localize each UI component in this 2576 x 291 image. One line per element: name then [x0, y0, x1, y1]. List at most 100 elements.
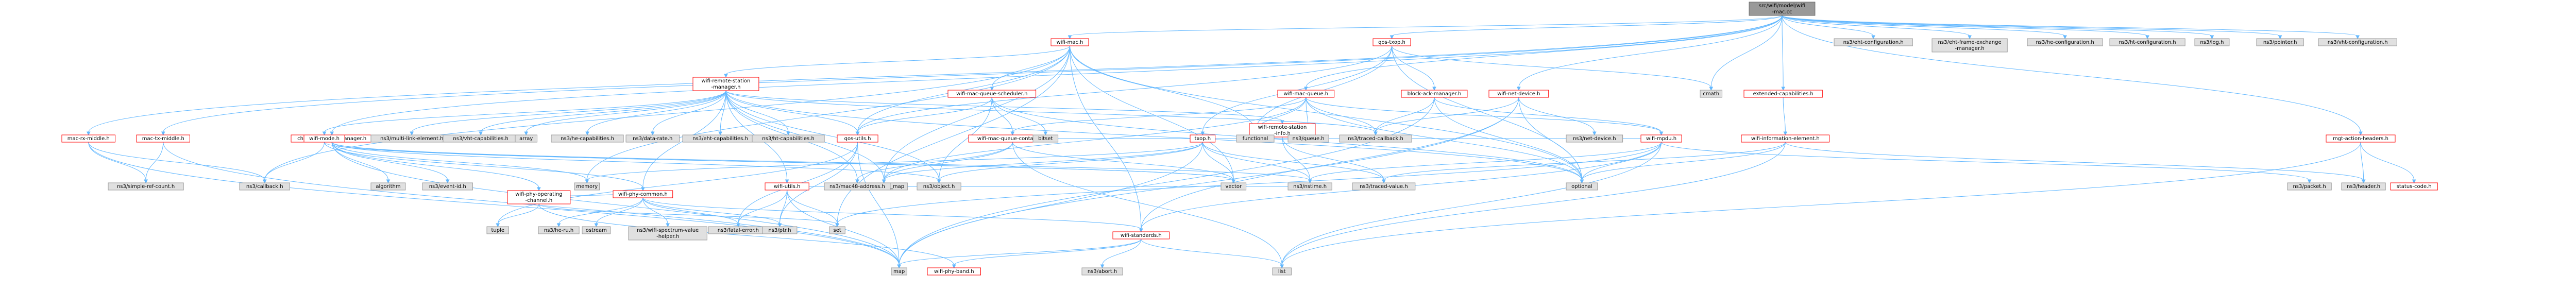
graph-edge: [1517, 15, 1783, 91]
graph-node-ns3-data-rate-h[interactable]: ns3/data-rate.h: [625, 134, 680, 143]
graph-node-ns3-traced-callback-h[interactable]: ns3/traced-callback.h: [1339, 134, 1412, 143]
edge-line: [1434, 97, 1582, 181]
graph-node-wifi-information-element-h[interactable]: wifi-information-element.h: [1741, 134, 1830, 143]
node-label: ns3/ht-configuration.h: [2119, 40, 2176, 45]
edge-line: [163, 142, 900, 266]
node-label: extended-capabilities.h: [1753, 91, 1814, 97]
graph-node-qos-txop-h[interactable]: qos-txop.h: [1372, 38, 1411, 46]
graph-node-ns3-nstime-h[interactable]: ns3/nstime.h: [1287, 182, 1332, 191]
node-box: [2326, 134, 2396, 143]
node-label: block-ack-manager.h: [1408, 91, 1462, 97]
graph-node-ns3-he-ru-h[interactable]: ns3/he-ru.h: [538, 226, 580, 234]
graph-node-mac-tx-middle-h[interactable]: mac-tx-middle.h: [136, 134, 190, 143]
graph-edge: [1070, 45, 1258, 136]
graph-node-optional[interactable]: optional: [1566, 182, 1598, 191]
graph-node-wifi-mode-h[interactable]: wifi-mode.h: [303, 134, 345, 143]
graph-node-mgt-action-headers-h[interactable]: mgt-action-headers.h: [2326, 134, 2396, 143]
edge-arrowhead: [2355, 35, 2360, 40]
graph-node-ns3-object-h[interactable]: ns3/object.h: [917, 182, 961, 191]
node-box: [1931, 38, 2008, 53]
graph-node-map[interactable]: map: [891, 267, 907, 276]
edge-line: [857, 142, 900, 266]
graph-node-functional[interactable]: functional: [1236, 134, 1275, 143]
node-label: qos-utils.h: [844, 136, 871, 142]
graph-edge: [1374, 97, 1435, 136]
graph-node-wifi-mac-queue-h[interactable]: wifi-mac-queue.h: [1277, 90, 1335, 98]
graph-node-wifi-phy-common-h[interactable]: wifi-phy-common.h: [613, 190, 673, 198]
graph-node-txop-h[interactable]: txop.h: [1190, 134, 1216, 143]
graph-node-wifi-phy-operating-channel-h[interactable]: wifi-phy-operating-channel.h: [507, 190, 571, 204]
graph-node-set[interactable]: set: [829, 226, 845, 234]
node-box: [1277, 90, 1335, 98]
graph-node-ns3-fatal-error-h[interactable]: ns3/fatal-error.h: [708, 226, 769, 234]
edge-line: [642, 197, 739, 225]
edge-line: [652, 90, 726, 133]
graph-node-wifi-standards-h[interactable]: wifi-standards.h: [1112, 231, 1170, 239]
graph-node-ns3-pointer-h[interactable]: ns3/pointer.h: [2256, 38, 2304, 46]
graph-node-ns3-abort-h[interactable]: ns3/abort.h: [1081, 267, 1123, 276]
graph-node-ns3-traced-value-h[interactable]: ns3/traced-value.h: [1352, 182, 1416, 191]
graph-node-ns3-vht-configuration-h[interactable]: ns3/vht-configuration.h: [2318, 38, 2397, 46]
graph-node-bitset[interactable]: bitset: [1032, 134, 1059, 143]
graph-node-ns3-he-configuration-h[interactable]: ns3/he-configuration.h: [2027, 38, 2103, 46]
node-label: wifi-remote-station: [702, 78, 751, 84]
edge-arrowhead: [897, 264, 901, 269]
graph-node-ns3-wifi-spectrum-value-helper-h[interactable]: ns3/wifi-spectrum-value-helper.h: [628, 226, 707, 241]
graph-node-ns3-net-device-h[interactable]: ns3/net-device.h: [1566, 134, 1623, 143]
graph-node-ns3-eht-configuration-h[interactable]: ns3/eht-configuration.h: [1834, 38, 1913, 46]
graph-edge: [1782, 15, 2360, 40]
node-label: ns3/he-capabilities.h: [561, 136, 614, 142]
graph-node-ns3-log-h[interactable]: ns3/log.h: [2194, 38, 2230, 46]
graph-node-wifi-remote-station-manager-h[interactable]: wifi-remote-station-manager.h: [692, 77, 759, 91]
graph-node-extended-capabilities-h[interactable]: extended-capabilities.h: [1743, 90, 1823, 98]
graph-node-algorithm[interactable]: algorithm: [370, 182, 406, 191]
node-label: wifi-net-device.h: [1497, 91, 1540, 97]
graph-node-list[interactable]: list: [1272, 267, 1292, 276]
graph-node-ns3-header-h[interactable]: ns3/header.h: [2341, 182, 2386, 191]
node-box: [1081, 267, 1123, 276]
graph-edge: [1782, 15, 2214, 40]
graph-node-ns3-ht-capabilities-h[interactable]: ns3/ht-capabilities.h: [752, 134, 825, 143]
graph-node-vector[interactable]: vector: [1221, 182, 1247, 191]
graph-node-ns3-vht-capabilities-h[interactable]: ns3/vht-capabilities.h: [443, 134, 519, 143]
graph-node-ns3-event-id-h[interactable]: ns3/event-id.h: [422, 182, 473, 191]
graph-node-ns3-packet-h[interactable]: ns3/packet.h: [2287, 182, 2332, 191]
graph-node-ns3-multi-link-element-h[interactable]: ns3/multi-link-element.h: [370, 134, 453, 143]
edge-line: [1070, 15, 1783, 37]
edge-arrowhead: [86, 131, 91, 136]
node-label: ns3/simple-ref-count.h: [117, 184, 175, 190]
node-label: src/wifi/model/wifi: [1759, 3, 1805, 9]
graph-node-qos-utils-h[interactable]: qos-utils.h: [837, 134, 878, 143]
graph-node-ns3-callback-h[interactable]: ns3/callback.h: [239, 182, 290, 191]
graph-node-ns3-he-capabilities-h[interactable]: ns3/he-capabilities.h: [551, 134, 624, 143]
graph-node-wifi-net-device-h[interactable]: wifi-net-device.h: [1488, 90, 1549, 98]
graph-node-ns3-ht-configuration-h[interactable]: ns3/ht-configuration.h: [2109, 38, 2185, 46]
edge-line: [725, 90, 940, 181]
graph-node-wifi-utils-h[interactable]: wifi-utils.h: [765, 182, 809, 191]
graph-node-mac-rx-middle-h[interactable]: mac-rx-middle.h: [61, 134, 115, 143]
node-label: functional: [1243, 136, 1268, 142]
node-label: vector: [1225, 184, 1242, 190]
graph-node-status-code-h[interactable]: status-code.h: [2390, 182, 2438, 191]
graph-node-ns3-mac48-address-h[interactable]: ns3/mac48-address.h: [824, 182, 891, 191]
graph-node-wifi-mpdu-h[interactable]: wifi-mpdu.h: [1640, 134, 1682, 143]
graph-node-ns3-queue-h[interactable]: ns3/queue.h: [1287, 134, 1329, 143]
graph-node-block-ack-manager-h[interactable]: block-ack-manager.h: [1401, 90, 1468, 98]
graph-node-root: src/wifi/model/wifi-mac.cc: [1749, 2, 1816, 16]
graph-node-ns3-eht-capabilities-h[interactable]: ns3/eht-capabilities.h: [682, 134, 758, 143]
graph-node-ostream[interactable]: ostream: [582, 226, 611, 234]
graph-node-ns3-eht-frame-exchange-manager-h[interactable]: ns3/eht-frame-exchange-manager.h: [1931, 38, 2008, 53]
graph-node-ns3-ptr-h[interactable]: ns3/ptr.h: [762, 226, 798, 234]
graph-node-wifi-mac-h[interactable]: wifi-mac.h: [1050, 38, 1089, 46]
node-label: -channel.h: [526, 198, 553, 203]
node-box: [1050, 38, 1089, 46]
graph-node-memory[interactable]: memory: [574, 182, 600, 191]
graph-node-wifi-mac-queue-scheduler-h[interactable]: wifi-mac-queue-scheduler.h: [947, 90, 1037, 98]
graph-node-wifi-phy-band-h[interactable]: wifi-phy-band.h: [927, 267, 981, 276]
graph-node-tuple[interactable]: tuple: [486, 226, 509, 234]
graph-node-ns3-simple-ref-count-h[interactable]: ns3/simple-ref-count.h: [108, 182, 184, 191]
edge-line: [1392, 45, 1435, 88]
graph-node-cmath[interactable]: cmath: [1700, 90, 1722, 98]
graph-edge: [855, 97, 992, 136]
graph-node-array[interactable]: array: [515, 134, 537, 143]
